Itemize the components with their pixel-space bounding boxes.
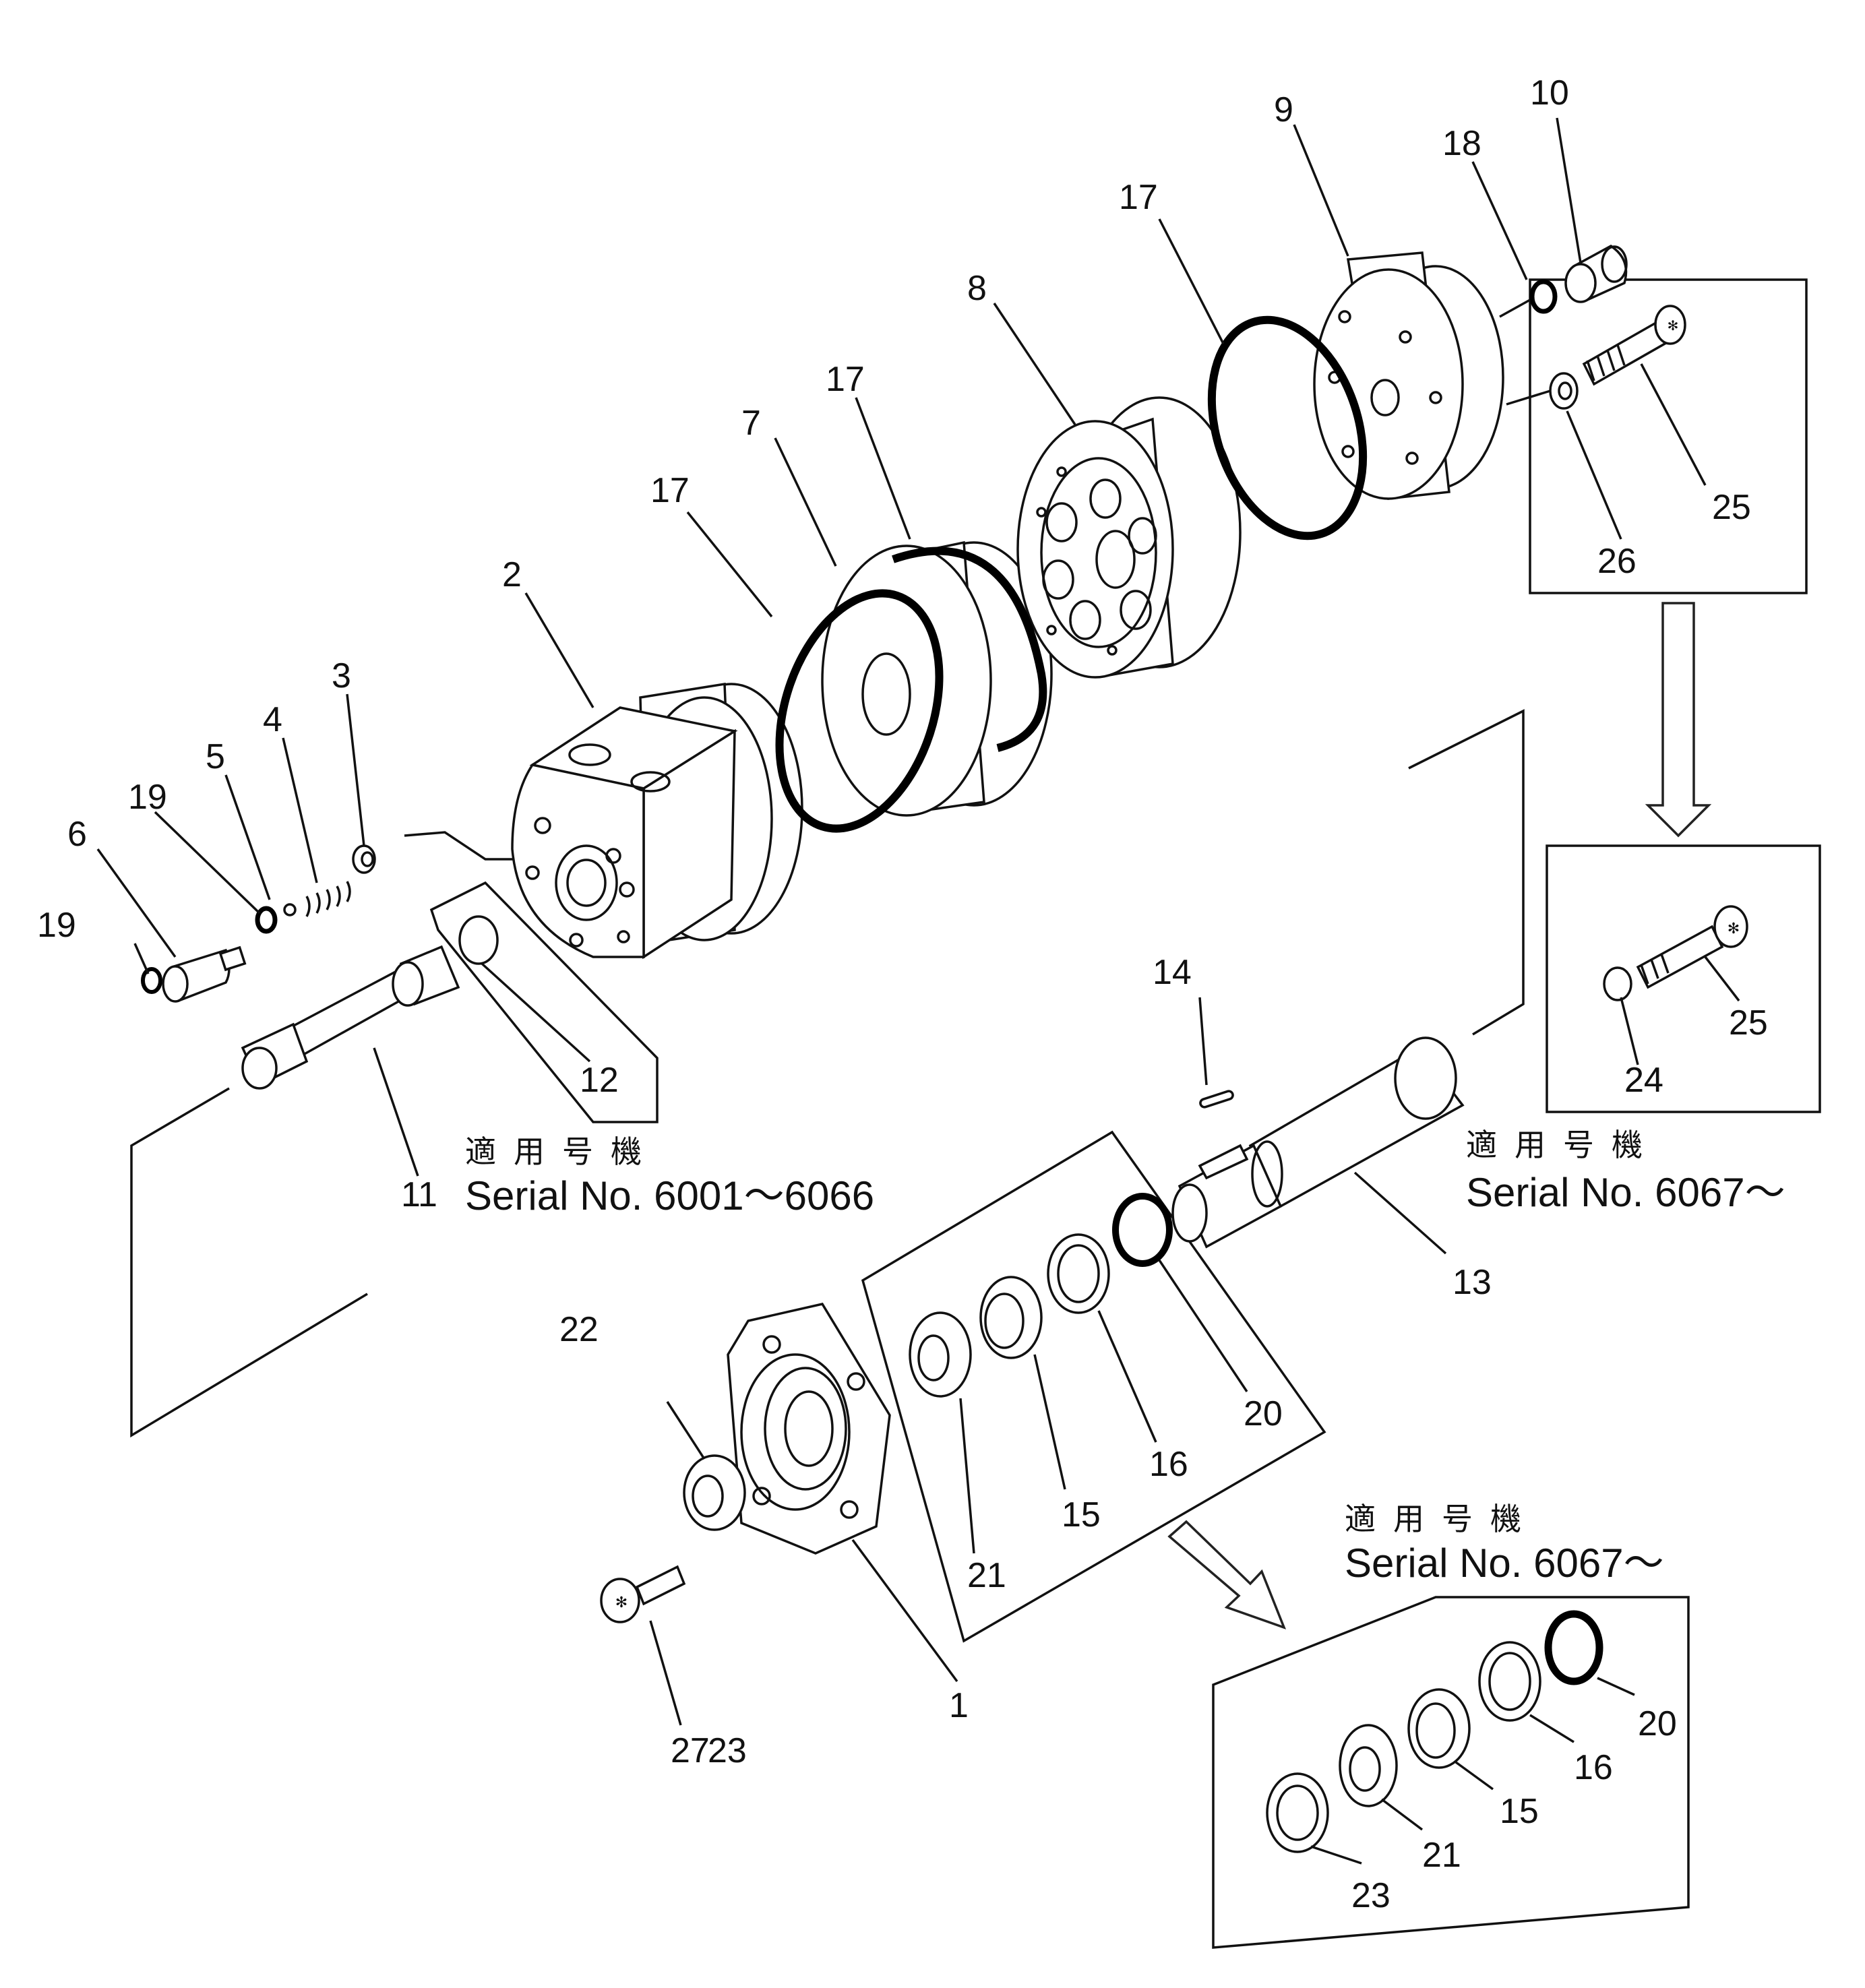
- inset-callout-16: 16: [1574, 1748, 1613, 1787]
- callout-11: 11: [401, 1175, 437, 1214]
- part-25-bolt-lower: ✻: [1636, 905, 1748, 989]
- callout-numbers: 1 2 3 4 5 6 7 8 9 10 11 12 13 14 15 16 1…: [37, 73, 1751, 1770]
- part-9-end-cover: [1313, 251, 1504, 500]
- caption-bottom-jp: 適用号機: [1345, 1501, 1539, 1536]
- leader-lines: [96, 117, 1740, 1865]
- callout-24: 24: [1624, 1061, 1663, 1100]
- callout-26: 26: [1597, 542, 1637, 581]
- callout-17c: 17: [1119, 178, 1158, 217]
- caption-left-serial: Serial No. 6001～6066: [465, 1173, 874, 1218]
- callout-17a: 17: [650, 471, 690, 510]
- callout-12: 12: [580, 1061, 619, 1100]
- part-10-plug: [1564, 244, 1628, 303]
- caption-right: 適用号機 Serial No. 6067～: [1466, 1127, 1785, 1215]
- callout-19a: 19: [128, 778, 167, 817]
- part-13-output-shaft: [1171, 1036, 1465, 1249]
- part-14-key: [1199, 1090, 1234, 1109]
- callout-3: 3: [332, 656, 351, 695]
- callout-20: 20: [1244, 1394, 1283, 1433]
- inset-callout-20: 20: [1638, 1704, 1677, 1743]
- part-11-drive-shaft: [241, 945, 460, 1090]
- part-12-plug: [458, 915, 499, 965]
- svg-text:✻: ✻: [1728, 920, 1740, 937]
- callout-13: 13: [1453, 1263, 1492, 1302]
- callout-9: 9: [1274, 90, 1293, 129]
- inset-callout-21: 21: [1422, 1836, 1461, 1875]
- callout-15: 15: [1062, 1495, 1101, 1534]
- inset-callout-15: 15: [1500, 1792, 1539, 1831]
- callout-6: 6: [67, 815, 87, 854]
- small-parts-left: [141, 844, 376, 1003]
- caption-bottom: 適用号機 Serial No. 6067～: [1345, 1501, 1664, 1586]
- callout-14: 14: [1153, 953, 1192, 992]
- caption-right-serial: Serial No. 6067～: [1466, 1170, 1785, 1215]
- part-18-o-ring: [1529, 279, 1558, 314]
- caption-right-jp: 適用号機: [1466, 1127, 1660, 1162]
- callout-22: 22: [559, 1310, 599, 1349]
- callout-5: 5: [206, 737, 225, 776]
- svg-text:✻: ✻: [1668, 319, 1679, 334]
- callout-21: 21: [967, 1556, 1006, 1595]
- callout-23: 23: [708, 1731, 747, 1770]
- callout-17b: 17: [826, 360, 865, 399]
- callout-10: 10: [1530, 73, 1569, 113]
- part-2-housing: [511, 682, 803, 960]
- callout-7: 7: [741, 404, 761, 443]
- bearing-group-main: [909, 1193, 1173, 1398]
- inset-callout-24: 24: [1624, 1061, 1663, 1100]
- part-24-washer: [1603, 966, 1632, 1001]
- callout-19b: 19: [37, 906, 76, 945]
- callout-2: 2: [502, 555, 522, 594]
- part-1-flange: [727, 1303, 891, 1555]
- bearing-group-inset: [1266, 1610, 1603, 1853]
- caption-bottom-serial: Serial No. 6067～: [1345, 1541, 1664, 1586]
- group-outlines: [130, 278, 1821, 1949]
- callout-18: 18: [1442, 124, 1481, 163]
- caption-left-jp: 適用号機: [465, 1134, 659, 1169]
- o-rings-17: [775, 315, 1368, 833]
- callout-1: 1: [949, 1686, 969, 1725]
- inset-callout-23: 23: [1351, 1876, 1390, 1915]
- diagonal-arrow: [1167, 1520, 1287, 1629]
- down-arrow: [1645, 602, 1712, 838]
- callout-16: 16: [1149, 1445, 1188, 1484]
- part-8-gerotor: [1016, 396, 1242, 679]
- svg-text:✻: ✻: [615, 1594, 628, 1611]
- callout-27: 27: [671, 1731, 710, 1770]
- inset-callout-25: 25: [1729, 1003, 1768, 1043]
- callout-25: 25: [1712, 488, 1751, 527]
- caption-left: 適用号機 Serial No. 6001～6066: [465, 1134, 874, 1218]
- part-26-washer: [1549, 372, 1579, 410]
- part-22-bearing: [683, 1454, 746, 1531]
- callout-8: 8: [967, 269, 987, 308]
- part-25-bolt-upper: ✻: [1582, 305, 1686, 386]
- part-27-bolt: ✻: [600, 1565, 686, 1623]
- inset-callout-numbers: 24 25 23 21 15 16 20: [1351, 1003, 1768, 1915]
- callout-4: 4: [263, 700, 282, 739]
